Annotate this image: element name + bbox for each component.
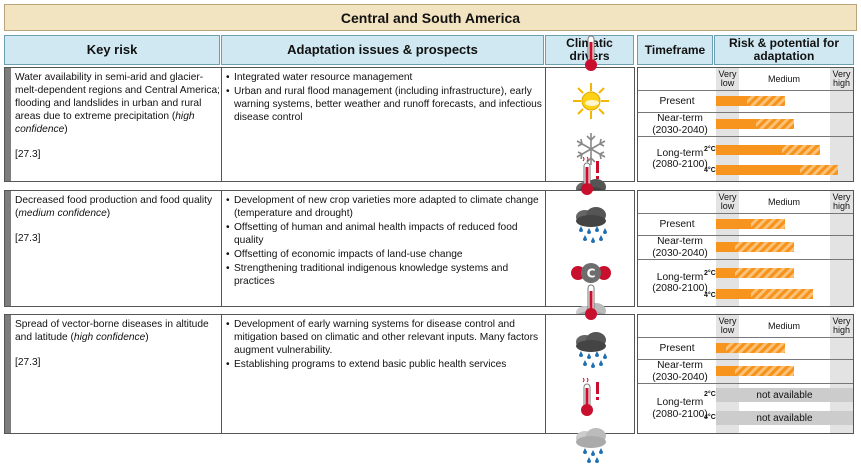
scale-very-low: Very low bbox=[718, 69, 737, 88]
risk-level-bar bbox=[716, 96, 747, 106]
extreme-temperature-icon bbox=[571, 378, 611, 418]
adaptation-potential-bar bbox=[756, 119, 794, 129]
label-4c: 4°C bbox=[704, 292, 716, 299]
adaptation-potential-bar bbox=[735, 242, 794, 252]
label-2c: 2°C bbox=[704, 270, 716, 277]
header-risk-potential: Risk & potential for adaptation bbox=[714, 35, 854, 65]
snow-cover-icon bbox=[571, 129, 611, 169]
risk-row-3: Spread of vector-borne diseases in altit… bbox=[4, 284, 635, 463]
risk-level-bar bbox=[716, 219, 751, 229]
risk-panel-3: Very low Medium Very high Present Near-t… bbox=[637, 314, 854, 434]
climatic-drivers-cell bbox=[546, 284, 635, 463]
adaptation-item: Integrated water resource management bbox=[226, 72, 542, 85]
precipitation-icon bbox=[571, 426, 611, 466]
risk-level-bar bbox=[716, 366, 735, 376]
row-accent-bar bbox=[5, 315, 11, 433]
chapter-reference: [27.3] bbox=[15, 232, 41, 244]
confidence-level: high confidence bbox=[15, 110, 195, 135]
row-accent-bar bbox=[5, 191, 11, 306]
label-2c: 2°C bbox=[704, 391, 716, 398]
adaptation-potential-bar bbox=[735, 366, 794, 376]
risk-level-bar bbox=[716, 343, 726, 353]
extreme-precipitation-icon bbox=[571, 205, 611, 245]
key-risk-cell: Decreased food production and food quali… bbox=[15, 195, 220, 246]
risk-level-bar bbox=[716, 119, 756, 129]
risk-panel-2: Very low Medium Very high Present Near-t… bbox=[637, 190, 854, 307]
scale-very-high: Very high bbox=[832, 192, 851, 211]
svg-text:C: C bbox=[586, 266, 595, 280]
adaptation-cell: Integrated water resource management Urb… bbox=[226, 72, 542, 126]
risk-level-bar bbox=[716, 289, 751, 299]
scale-medium: Medium bbox=[767, 321, 800, 331]
adaptation-item: Development of new crop varieties more a… bbox=[226, 195, 542, 221]
adaptation-potential-bar bbox=[735, 268, 794, 278]
not-available-2c: not available bbox=[716, 388, 853, 402]
timeframe-near-term: Near-term (2030-2040) bbox=[652, 236, 708, 259]
warming-trend-icon bbox=[571, 33, 611, 73]
key-risk-text: Water availability in semi-arid and glac… bbox=[15, 72, 220, 122]
scale-very-high: Very high bbox=[832, 69, 851, 88]
adaptation-potential-bar bbox=[747, 96, 785, 106]
not-available-4c: not available bbox=[716, 411, 853, 425]
scale-medium: Medium bbox=[767, 197, 800, 207]
adaptation-potential-bar bbox=[782, 145, 820, 155]
key-risk-cell: Spread of vector-borne diseases in altit… bbox=[15, 319, 220, 370]
header-timeframe: Timeframe bbox=[637, 35, 713, 65]
risk-panel-1: Very low Medium Very high Present Near-t… bbox=[637, 67, 854, 182]
adaptation-item: Development of early warning systems for… bbox=[226, 319, 542, 358]
risk-row-1: Water availability in semi-arid and glac… bbox=[4, 35, 635, 215]
adaptation-item: Establishing programs to extend basic pu… bbox=[226, 359, 542, 372]
scale-medium: Medium bbox=[767, 74, 800, 84]
chapter-reference: [27.3] bbox=[15, 148, 41, 160]
timeframe-long-term: Long-term (2080-2100) bbox=[652, 397, 708, 420]
adaptation-item: Offsetting of human and animal health im… bbox=[226, 222, 542, 248]
adaptation-potential-bar bbox=[751, 289, 813, 299]
label-2c: 2°C bbox=[704, 146, 716, 153]
adaptation-item: Urban and rural flood management (includ… bbox=[226, 86, 542, 125]
extreme-precipitation-icon bbox=[571, 330, 611, 370]
confidence-level: medium confidence bbox=[18, 207, 107, 219]
warming-trend-icon bbox=[571, 282, 611, 322]
confidence-level: high confidence bbox=[73, 331, 146, 343]
adaptation-item: Strengthening traditional indigenous kno… bbox=[226, 263, 542, 289]
key-risk-text: Decreased food production and food quali… bbox=[15, 195, 213, 206]
risk-level-bar bbox=[716, 242, 735, 252]
chapter-reference: [27.3] bbox=[15, 356, 41, 368]
label-4c: 4°C bbox=[704, 167, 716, 174]
drying-trend-icon bbox=[571, 81, 611, 121]
adaptation-potential-bar bbox=[751, 219, 785, 229]
adaptation-cell: Development of early warning systems for… bbox=[226, 319, 542, 373]
timeframe-long-term: Long-term (2080-2100) bbox=[652, 271, 708, 294]
risk-level-bar bbox=[716, 145, 782, 155]
risk-level-bar bbox=[716, 268, 735, 278]
timeframe-near-term: Near-term (2030-2040) bbox=[652, 360, 708, 383]
region-title: Central and South America bbox=[4, 4, 857, 31]
key-risk-text: Spread of vector-borne diseases in altit… bbox=[15, 319, 209, 343]
scale-very-low: Very low bbox=[718, 316, 737, 335]
header-key-risk: Key risk bbox=[4, 35, 220, 65]
timeframe-long-term: Long-term (2080-2100) bbox=[652, 147, 708, 170]
timeframe-near-term: Near-term (2030-2040) bbox=[652, 113, 708, 136]
header-adaptation: Adaptation issues & prospects bbox=[221, 35, 544, 65]
timeframe-present: Present bbox=[659, 218, 695, 230]
scale-very-low: Very low bbox=[718, 192, 737, 211]
key-risk-cell: Water availability in semi-arid and glac… bbox=[15, 72, 220, 160]
adaptation-potential-bar bbox=[800, 165, 838, 175]
timeframe-present: Present bbox=[659, 342, 695, 354]
carbon-dioxide-fertilization-icon: C bbox=[570, 253, 611, 293]
row-accent-bar bbox=[5, 68, 11, 181]
risk-level-bar bbox=[716, 165, 800, 175]
risk-row-2: Decreased food production and food quali… bbox=[4, 156, 635, 338]
timeframe-present: Present bbox=[659, 95, 695, 107]
extreme-temperature-icon bbox=[571, 156, 611, 197]
adaptation-cell: Development of new crop varieties more a… bbox=[226, 195, 542, 290]
adaptation-item: Offsetting of economic impacts of land-u… bbox=[226, 249, 542, 262]
label-4c: 4°C bbox=[704, 414, 716, 421]
adaptation-potential-bar bbox=[726, 343, 785, 353]
scale-very-high: Very high bbox=[832, 316, 851, 335]
